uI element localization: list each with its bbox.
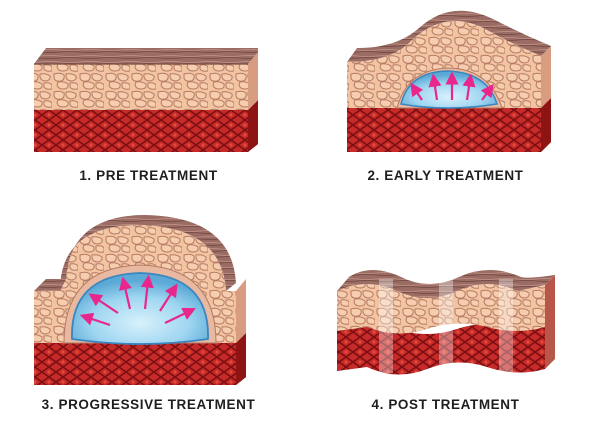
tissue-side: [541, 98, 551, 152]
stage-1-panel: 1. PRE TREATMENT: [0, 0, 297, 217]
stage-2-illustration: [347, 10, 551, 152]
skin-side: [248, 52, 258, 110]
tissue-side: [248, 100, 258, 152]
skin-layer: [337, 284, 545, 334]
skin-surface: [347, 10, 551, 63]
tissue-side: [236, 333, 246, 385]
stage-4-panel: 4. POST TREATMENT: [297, 217, 594, 434]
stage-3-caption: 3. PROGRESSIVE TREATMENT: [41, 397, 256, 412]
stage-1-caption: 1. PRE TREATMENT: [79, 168, 218, 183]
stage-2-panel: 2. EARLY TREATMENT: [297, 0, 594, 217]
tissue-layer: [337, 324, 545, 375]
stage-3-panel: 3. PROGRESSIVE TREATMENT: [0, 215, 297, 434]
stage-3-illustration: [34, 215, 246, 385]
skin-layer: [34, 52, 258, 110]
skin-surface: [60, 215, 236, 291]
skin-surface: [34, 48, 258, 64]
stage-1-illustration: [34, 48, 258, 152]
stage-4-illustration: [337, 270, 555, 375]
tissue-layer: [347, 98, 551, 152]
tissue-layer: [34, 333, 246, 385]
tissue-layer: [34, 100, 258, 152]
stage-2-caption: 2. EARLY TREATMENT: [367, 168, 524, 183]
expansion-arrows: [410, 71, 494, 101]
skin-surface: [337, 270, 555, 298]
wave-highlights: [379, 279, 513, 373]
expansion-arrows: [79, 274, 196, 327]
stage-4-caption: 4. POST TREATMENT: [371, 397, 520, 412]
